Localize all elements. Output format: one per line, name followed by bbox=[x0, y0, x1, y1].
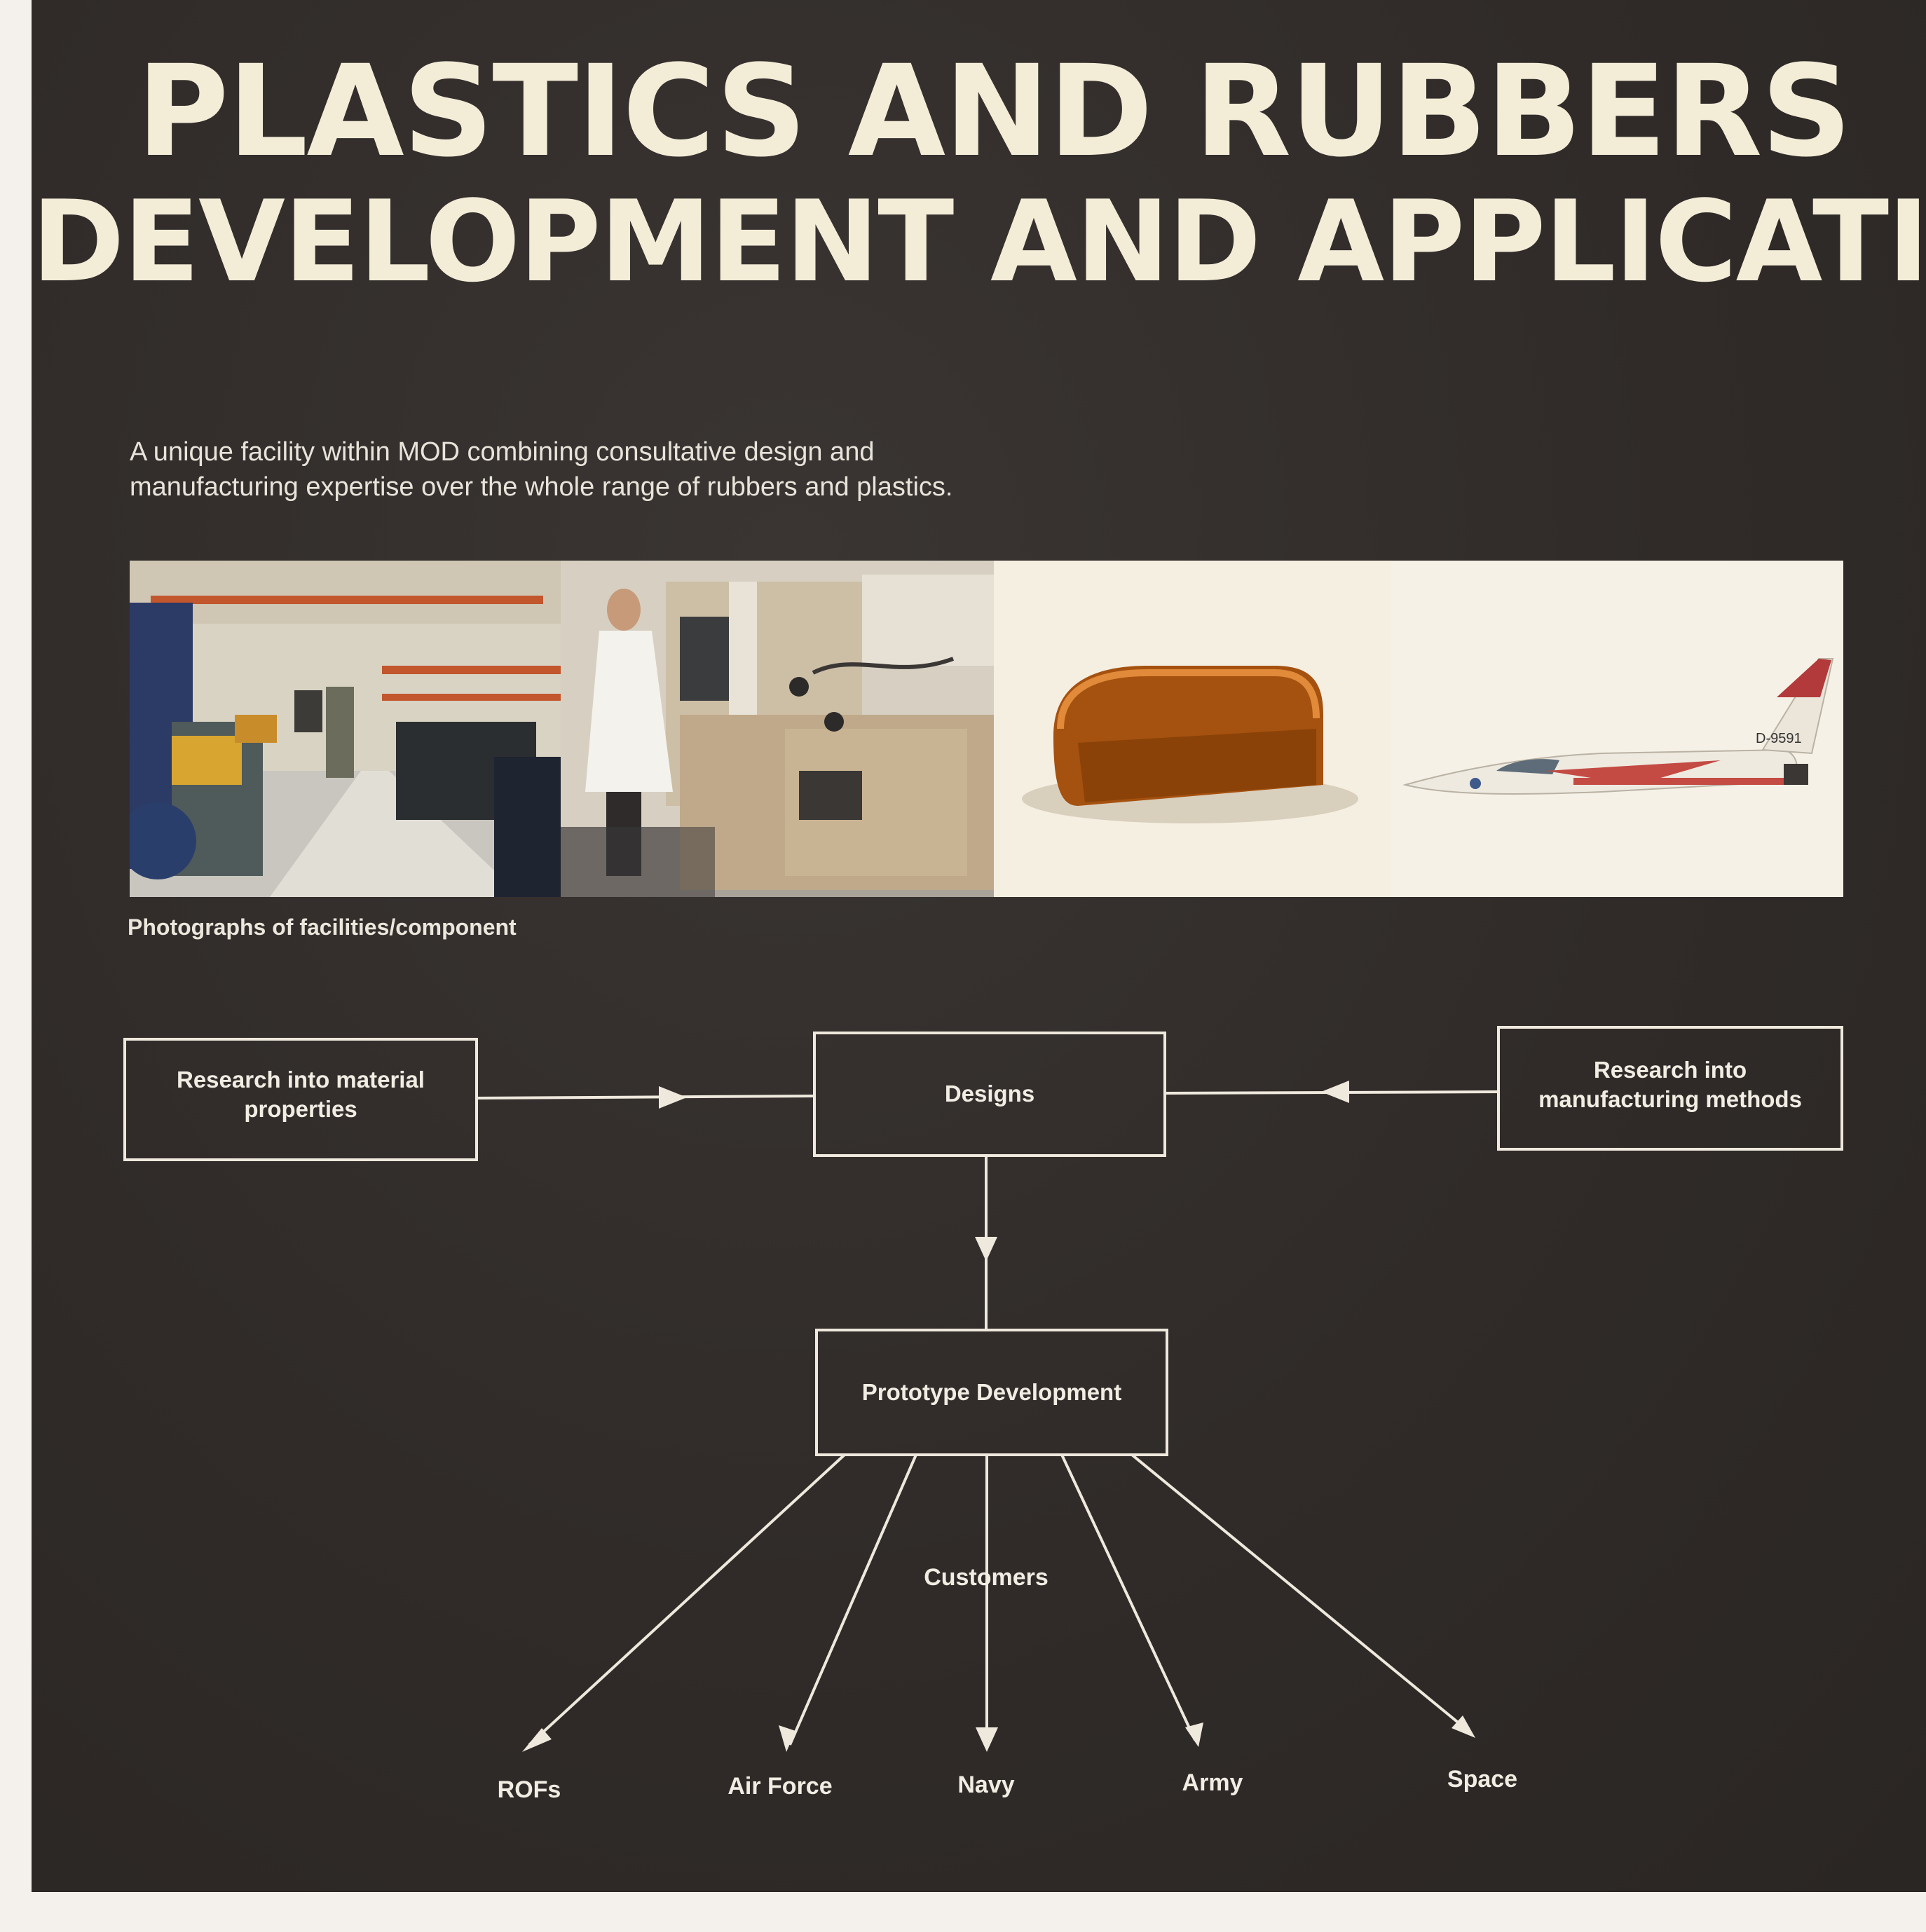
photo-operator-machine bbox=[561, 561, 994, 897]
arrowhead-army bbox=[1185, 1722, 1203, 1747]
aircraft-image: D-9591 bbox=[1391, 561, 1843, 897]
workshop-hall-image bbox=[130, 561, 561, 897]
label-research-materials: Research into material properties bbox=[177, 1067, 425, 1122]
arrowhead-space bbox=[1452, 1715, 1475, 1738]
photo-moulded-component bbox=[994, 561, 1391, 897]
label-customer-navy: Navy bbox=[957, 1772, 1015, 1798]
title-line-2: DEVELOPMENT AND APPLICATIONS bbox=[32, 176, 1926, 307]
connector-to-space bbox=[1131, 1453, 1470, 1732]
label-customer-army: Army bbox=[1182, 1769, 1243, 1796]
label-customers: Customers bbox=[924, 1564, 1049, 1591]
connector-to-air-force bbox=[788, 1454, 917, 1746]
photo-aircraft: D-9591 bbox=[1391, 561, 1843, 897]
poster-board: PLASTICS AND RUBBERS DEVELOPMENT AND APP… bbox=[32, 0, 1926, 1892]
title-line-1: PLASTICS AND RUBBERS bbox=[136, 39, 1852, 185]
connector-materials-to-designs bbox=[476, 1095, 815, 1099]
operator-machine-image bbox=[561, 561, 994, 897]
label-customer-air-force: Air Force bbox=[728, 1773, 833, 1800]
label-customer-rofs: ROFs bbox=[497, 1776, 561, 1803]
arrowhead-navy bbox=[976, 1727, 998, 1752]
arrow-to-designs-right bbox=[1321, 1081, 1349, 1103]
label-customer-space: Space bbox=[1447, 1766, 1518, 1793]
connector-manufacturing-to-designs bbox=[1164, 1090, 1499, 1095]
photos-caption: Photographs of facilities/component bbox=[128, 914, 517, 940]
arrowhead-air-force bbox=[779, 1725, 795, 1752]
label-prototype-development: Prototype Development bbox=[861, 1379, 1122, 1405]
aircraft-marking: D-9591 bbox=[1756, 731, 1802, 746]
connector-to-rofs bbox=[528, 1453, 846, 1746]
arrowhead-rofs bbox=[522, 1728, 552, 1752]
connector-to-army bbox=[1060, 1454, 1196, 1741]
intro-text: A unique facility within MOD combining c… bbox=[130, 437, 953, 502]
label-designs: Designs bbox=[944, 1081, 1035, 1107]
arrow-to-prototype bbox=[975, 1237, 997, 1261]
label-research-manufacturing: Research into manufacturing methods bbox=[1538, 1057, 1802, 1112]
photo-strip: D-9591 bbox=[130, 561, 1843, 897]
moulded-component-image bbox=[994, 561, 1391, 897]
arrow-to-designs-left bbox=[659, 1086, 687, 1109]
photo-workshop-hall bbox=[130, 561, 561, 897]
